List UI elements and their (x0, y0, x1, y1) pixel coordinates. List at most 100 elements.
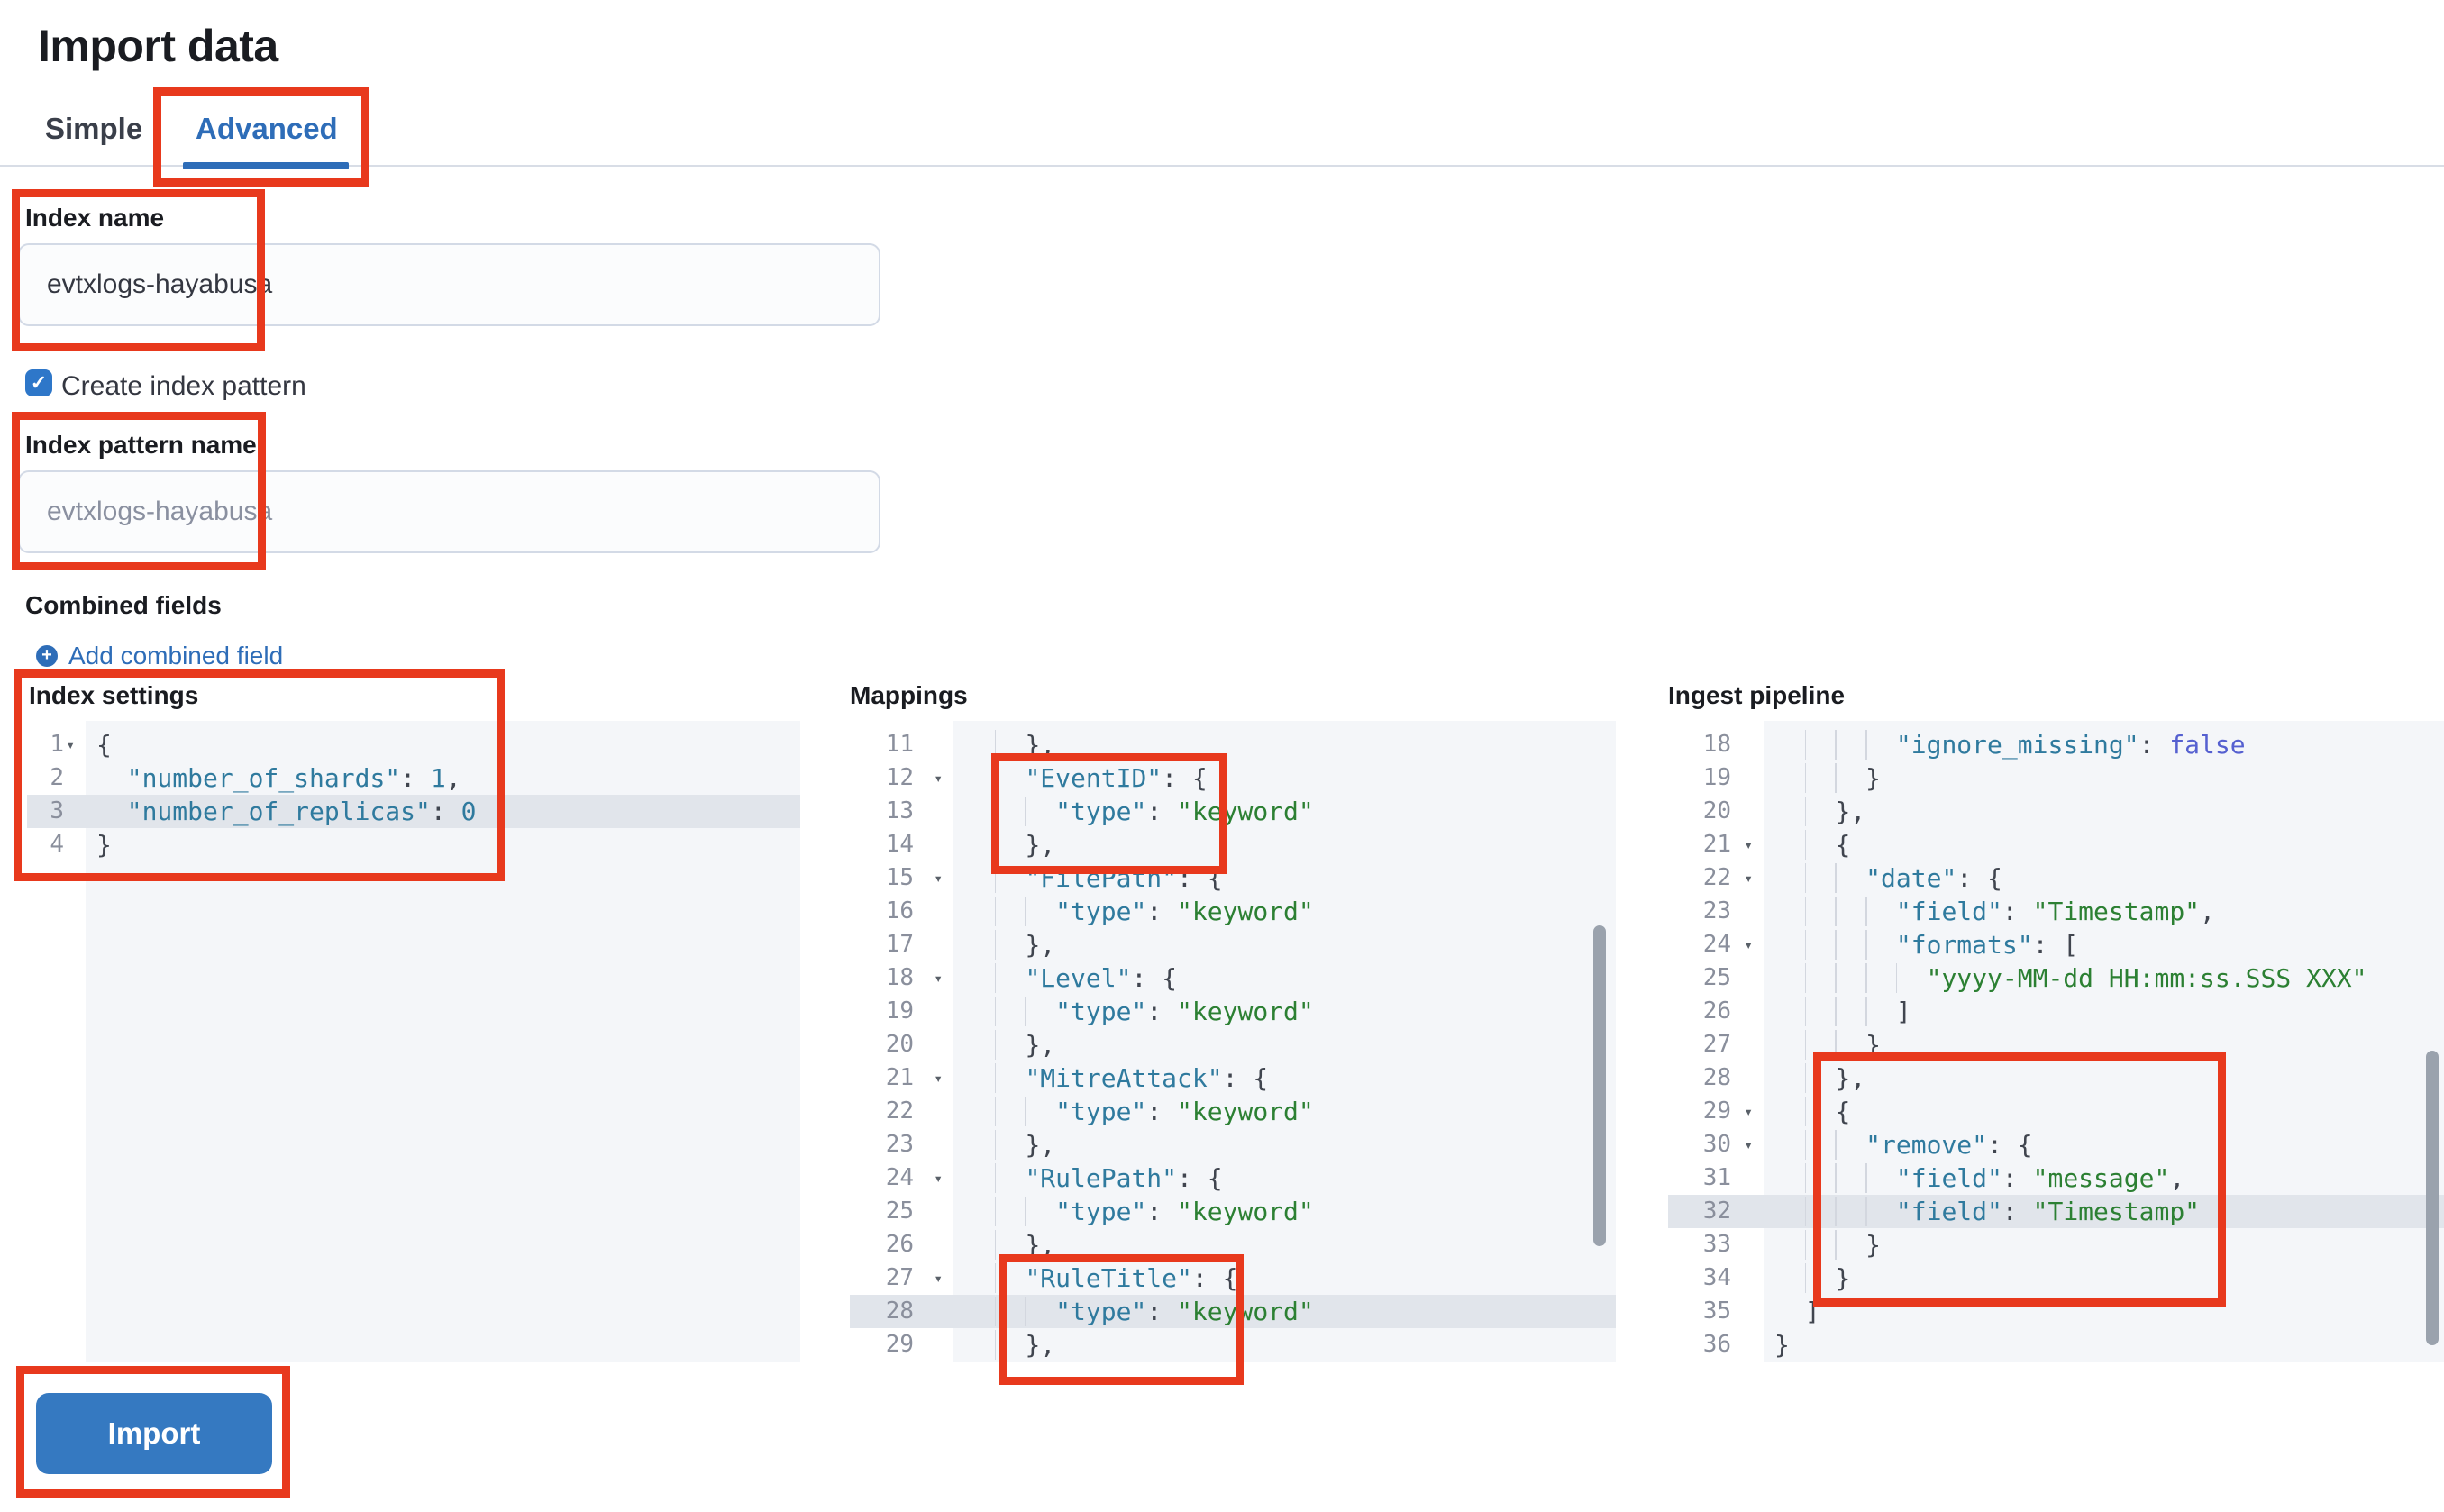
indent-guide (1835, 1230, 1837, 1260)
code-line[interactable]: 28"type": "keyword" (850, 1295, 1616, 1328)
code-line[interactable]: 12▾"EventID": { (850, 761, 1616, 795)
code-line[interactable]: 34} (1668, 1262, 2444, 1295)
fold-arrow-icon[interactable]: ▾ (934, 870, 943, 887)
indent-guide (994, 997, 997, 1026)
index-name-input[interactable] (18, 243, 880, 326)
code-line[interactable]: 19"type": "keyword" (850, 995, 1616, 1028)
code-line[interactable]: 26] (1668, 995, 2444, 1028)
code-line[interactable]: 23"field": "Timestamp", (1668, 895, 2444, 928)
code-line[interactable]: 2"number_of_shards": 1, (27, 761, 800, 795)
add-combined-field-link[interactable]: Add combined field (68, 642, 284, 669)
code-text: }, (953, 728, 1616, 761)
code-text: "field": "Timestamp", (1764, 895, 2444, 928)
fold-arrow-icon[interactable]: ▾ (934, 1270, 943, 1287)
line-number: 36 (1702, 1331, 1731, 1358)
fold-arrow-icon[interactable]: ▾ (1744, 1103, 1753, 1120)
code-line[interactable]: 23}, (850, 1128, 1616, 1161)
indent-guide (1835, 730, 1837, 760)
code-text: }, (953, 1228, 1616, 1262)
fold-arrow-icon[interactable]: ▾ (1744, 870, 1753, 887)
code-line[interactable]: 22"type": "keyword" (850, 1095, 1616, 1128)
code-line[interactable]: 21▾{ (1668, 828, 2444, 861)
line-number: 31 (1702, 1164, 1731, 1191)
code-line[interactable]: 35] (1668, 1295, 2444, 1328)
mappings-editor[interactable]: 11},12▾"EventID": {13"type": "keyword"14… (850, 721, 1616, 1362)
code-line[interactable]: 11}, (850, 728, 1616, 761)
indent-guide (994, 930, 997, 960)
code-line[interactable]: 16"type": "keyword" (850, 895, 1616, 928)
code-line[interactable]: 24▾"RulePath": { (850, 1161, 1616, 1195)
line-number: 21▾ (850, 1061, 953, 1095)
ingest-scrollbar-thumb[interactable] (2426, 1051, 2439, 1345)
indent-guide (1804, 963, 1807, 993)
plus-circle-icon[interactable]: + (36, 645, 58, 667)
import-button[interactable]: Import (36, 1393, 272, 1474)
code-line[interactable]: 29▾{ (1668, 1095, 2444, 1128)
index-settings-editor[interactable]: 1▾{2"number_of_shards": 1,3"number_of_re… (27, 721, 800, 1362)
indent-guide (1865, 1197, 1867, 1226)
code-line[interactable]: 25"type": "keyword" (850, 1195, 1616, 1228)
code-line[interactable]: 21▾"MitreAttack": { (850, 1061, 1616, 1095)
code-line[interactable]: 27▾"RuleTitle": { (850, 1262, 1616, 1295)
indent-guide (1865, 897, 1867, 926)
code-line[interactable]: 15▾"FilePath": { (850, 861, 1616, 895)
code-line[interactable]: 1▾{ (27, 728, 800, 761)
indent-guide (994, 1130, 997, 1160)
code-line[interactable]: 20}, (1668, 795, 2444, 828)
code-text: "date": { (1764, 861, 2444, 895)
tab-advanced[interactable]: Advanced (196, 112, 338, 145)
code-line[interactable]: 14}, (850, 828, 1616, 861)
line-number: 28 (1702, 1064, 1731, 1091)
indent-guide (1865, 1163, 1867, 1193)
line-number: 18▾ (850, 961, 953, 995)
indent-guide (1835, 863, 1837, 893)
code-line[interactable]: 31"field": "message", (1668, 1161, 2444, 1195)
fold-arrow-icon[interactable]: ▾ (1744, 936, 1753, 953)
fold-arrow-icon[interactable]: ▾ (1744, 1136, 1753, 1153)
indent-guide (1025, 797, 1026, 826)
code-line[interactable]: 33} (1668, 1228, 2444, 1262)
code-line[interactable]: 29}, (850, 1328, 1616, 1362)
code-line[interactable]: 36} (1668, 1328, 2444, 1362)
fold-arrow-icon[interactable]: ▾ (934, 970, 943, 987)
index-pattern-name-input[interactable] (18, 470, 880, 553)
code-line[interactable]: 18▾"Level": { (850, 961, 1616, 995)
code-line[interactable]: 3"number_of_replicas": 0 (27, 795, 800, 828)
code-line[interactable]: 18"ignore_missing": false (1668, 728, 2444, 761)
code-line[interactable]: 22▾"date": { (1668, 861, 2444, 895)
fold-arrow-icon[interactable]: ▾ (934, 770, 943, 787)
mappings-scrollbar-thumb[interactable] (1593, 925, 1606, 1246)
line-number: 15▾ (850, 861, 953, 895)
fold-arrow-icon[interactable]: ▾ (934, 1170, 943, 1187)
fold-arrow-icon[interactable]: ▾ (66, 736, 75, 753)
indent-guide (1804, 1230, 1807, 1260)
code-line[interactable]: 26}, (850, 1228, 1616, 1262)
fold-arrow-icon[interactable]: ▾ (934, 1070, 943, 1087)
line-number: 13 (885, 797, 914, 824)
code-text: "Level": { (953, 961, 1616, 995)
line-number: 20 (1702, 797, 1731, 824)
tab-simple[interactable]: Simple (45, 112, 143, 145)
line-number: 27▾ (850, 1262, 953, 1295)
code-line[interactable]: 13"type": "keyword" (850, 795, 1616, 828)
code-line[interactable]: 27} (1668, 1028, 2444, 1061)
index-name-label: Index name (25, 204, 165, 232)
fold-arrow-icon[interactable]: ▾ (1744, 836, 1753, 853)
code-line[interactable]: 30▾"remove": { (1668, 1128, 2444, 1161)
code-line[interactable]: 4} (27, 828, 800, 861)
create-index-pattern-checkbox[interactable]: ✓ (25, 369, 52, 396)
editor-gutter (1668, 721, 1764, 1362)
code-line[interactable]: 32 "field": "Timestamp" (1668, 1195, 2444, 1228)
indent-guide (1804, 1063, 1807, 1093)
code-line[interactable]: 17}, (850, 928, 1616, 961)
code-line[interactable]: 24▾"formats": [ (1668, 928, 2444, 961)
code-line[interactable]: 20}, (850, 1028, 1616, 1061)
code-text: "type": "keyword" (953, 895, 1616, 928)
code-text: }, (1764, 795, 2444, 828)
code-line[interactable]: 28}, (1668, 1061, 2444, 1095)
code-line[interactable]: 25"yyyy-MM-dd HH:mm:ss.SSS XXX" (1668, 961, 2444, 995)
line-number: 32 (1702, 1198, 1731, 1225)
code-text: "field": "Timestamp" (1764, 1195, 2444, 1228)
code-line[interactable]: 19} (1668, 761, 2444, 795)
